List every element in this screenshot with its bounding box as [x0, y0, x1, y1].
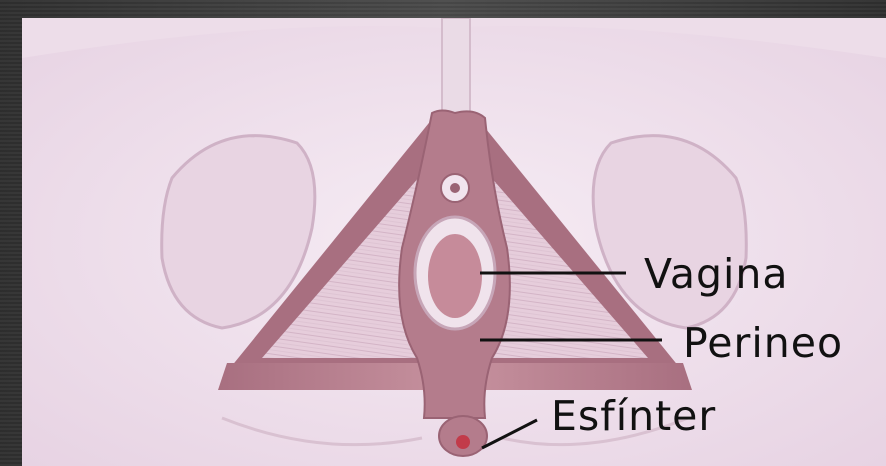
pelvic-floor-illustration — [22, 18, 886, 466]
esfinter-label: Esfínter — [551, 396, 716, 437]
anatomy-illustration-panel: Vagina Perineo Esfínter — [22, 18, 886, 466]
vagina-label: Vagina — [644, 254, 789, 295]
anal-opening — [456, 435, 470, 449]
perineo-label: Perineo — [683, 323, 843, 364]
vaginal-opening — [428, 234, 482, 318]
urethra-opening — [450, 183, 460, 193]
